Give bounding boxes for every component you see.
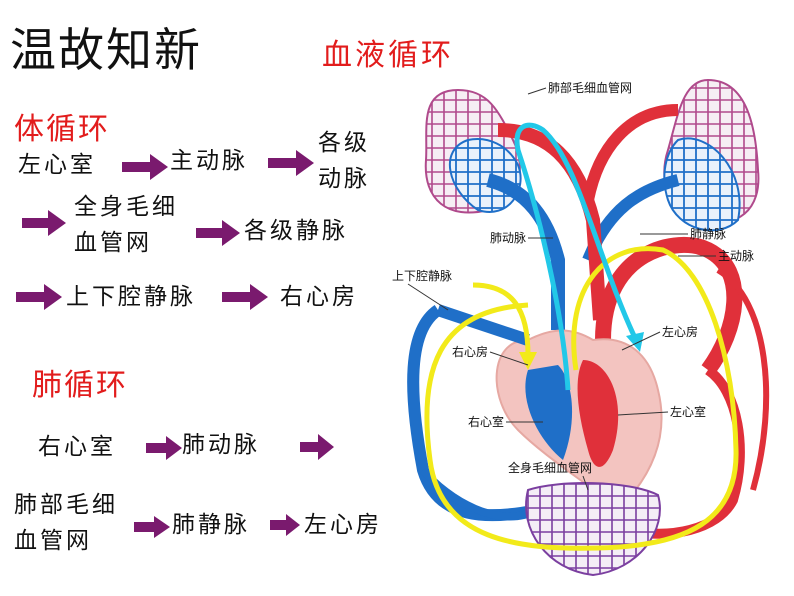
pulmonary-right-ventricle: 右心室 <box>38 434 116 460</box>
diagram-label-pulmonary-vein: 肺静脉 <box>690 226 726 241</box>
diagram-label-lung-capillaries: 肺部毛细血管网 <box>548 80 632 95</box>
pulmonary-artery: 肺动脉 <box>182 432 260 458</box>
pulmonary-lung-capillaries-line1: 肺部毛细 <box>14 492 118 518</box>
systemic-arteries-line2: 动脉 <box>318 166 370 192</box>
arrow-icon <box>122 154 168 180</box>
systemic-vena-cava: 上下腔静脉 <box>66 284 196 310</box>
pulmonary-heading: 肺循环 <box>32 368 128 403</box>
diagram-label-aorta: 主动脉 <box>718 248 754 263</box>
page-subtitle: 血液循环 <box>322 38 454 73</box>
systemic-veins: 各级静脉 <box>244 218 348 244</box>
arrow-icon <box>196 220 240 246</box>
systemic-right-atrium: 右心房 <box>280 284 358 310</box>
page-title: 温故知新 <box>10 23 202 77</box>
arrow-icon <box>16 284 62 310</box>
diagram-label-right-atrium: 右心房 <box>452 344 488 359</box>
circulation-diagram: 肺部毛细血管网 肺动脉 肺静脉 主动脉 上下腔静脉 右心房 左心房 右心室 左心… <box>392 78 770 577</box>
diagram-label-left-ventricle: 左心室 <box>670 404 706 419</box>
arrow-icon <box>22 210 66 236</box>
systemic-capillaries-line1: 全身毛细 <box>74 194 178 220</box>
arrow-icon <box>268 150 314 176</box>
arrow-icon <box>222 284 268 310</box>
systemic-heading: 体循环 <box>14 112 110 147</box>
arrow-icon <box>300 434 334 460</box>
systemic-capillaries-line2: 血管网 <box>74 230 152 256</box>
arrow-icon <box>146 436 182 460</box>
arrow-icon <box>270 514 300 536</box>
pulmonary-lung-capillaries-line2: 血管网 <box>14 528 92 554</box>
diagram-label-vena-cava: 上下腔静脉 <box>392 268 452 283</box>
systemic-aorta: 主动脉 <box>170 148 248 174</box>
pulmonary-vein: 肺静脉 <box>172 512 250 538</box>
arrow-icon <box>134 516 170 538</box>
right-lung <box>663 78 760 232</box>
diagram-label-pulmonary-artery: 肺动脉 <box>490 230 526 245</box>
diagram-label-left-atrium: 左心房 <box>662 324 698 339</box>
diagram-label-body-capillaries: 全身毛细血管网 <box>508 460 592 475</box>
heart <box>495 329 663 512</box>
diagram-label-right-ventricle: 右心室 <box>468 414 504 429</box>
systemic-arteries-line1: 各级 <box>318 130 370 156</box>
systemic-left-ventricle: 左心室 <box>18 152 96 178</box>
pulmonary-left-atrium: 左心房 <box>304 512 382 538</box>
